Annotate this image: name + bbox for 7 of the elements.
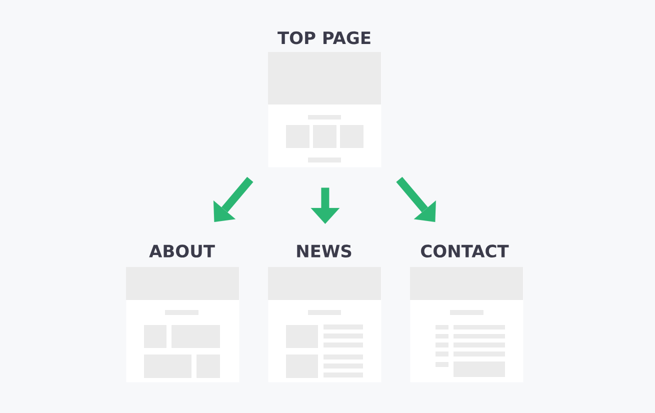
page-title: NEWS [297,244,352,258]
arrow [396,176,436,222]
page-title: CONTACT [421,244,509,258]
page-title: TOP PAGE [278,31,370,44]
arrow [213,176,254,222]
arrow [310,188,340,224]
page-title: ABOUT [149,244,215,258]
